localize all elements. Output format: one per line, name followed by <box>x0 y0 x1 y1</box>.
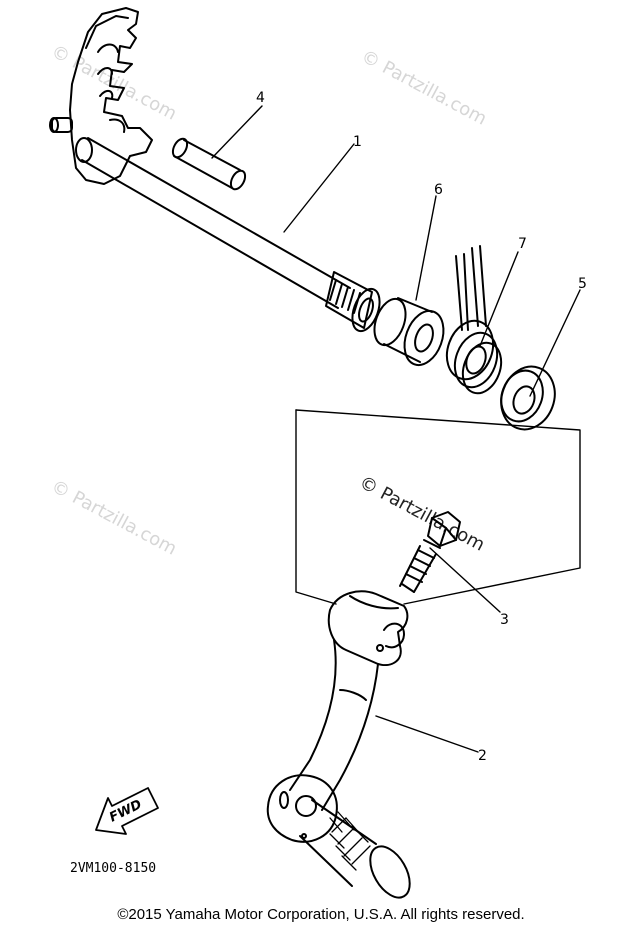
watermark-top-right: © Partzilla.com <box>358 46 491 130</box>
callout-2: 2 <box>478 748 487 764</box>
shift-shaft-part-1 <box>49 7 381 333</box>
torsion-spring-part-7 <box>445 245 503 395</box>
collar-part-6 <box>373 297 445 367</box>
shift-pedal-part-2 <box>266 590 411 899</box>
callout-3: 3 <box>500 612 509 628</box>
bolt-part-3 <box>399 511 461 593</box>
assembly-outline <box>295 409 581 605</box>
diagram-code: 2VM100-8150 <box>70 861 156 876</box>
callout-1: 1 <box>353 134 362 150</box>
fwd-arrow-icon <box>95 787 159 835</box>
dowel-pin-part-4 <box>171 137 247 191</box>
fwd-label: FWD <box>107 797 144 825</box>
callout-6: 6 <box>434 182 443 198</box>
watermark-mid-left: © Partzilla.com <box>48 476 181 560</box>
callout-5: 5 <box>578 276 587 292</box>
callout-7: 7 <box>518 236 527 252</box>
copyright-notice: ©2015 Yamaha Motor Corporation, U.S.A. A… <box>117 906 525 923</box>
callout-4: 4 <box>256 90 265 106</box>
leader-lines <box>211 105 581 753</box>
washer-part-5 <box>500 365 556 431</box>
watermark-center: © Partzilla.com <box>356 472 489 556</box>
watermark-top-left: © Partzilla.com <box>48 41 181 125</box>
